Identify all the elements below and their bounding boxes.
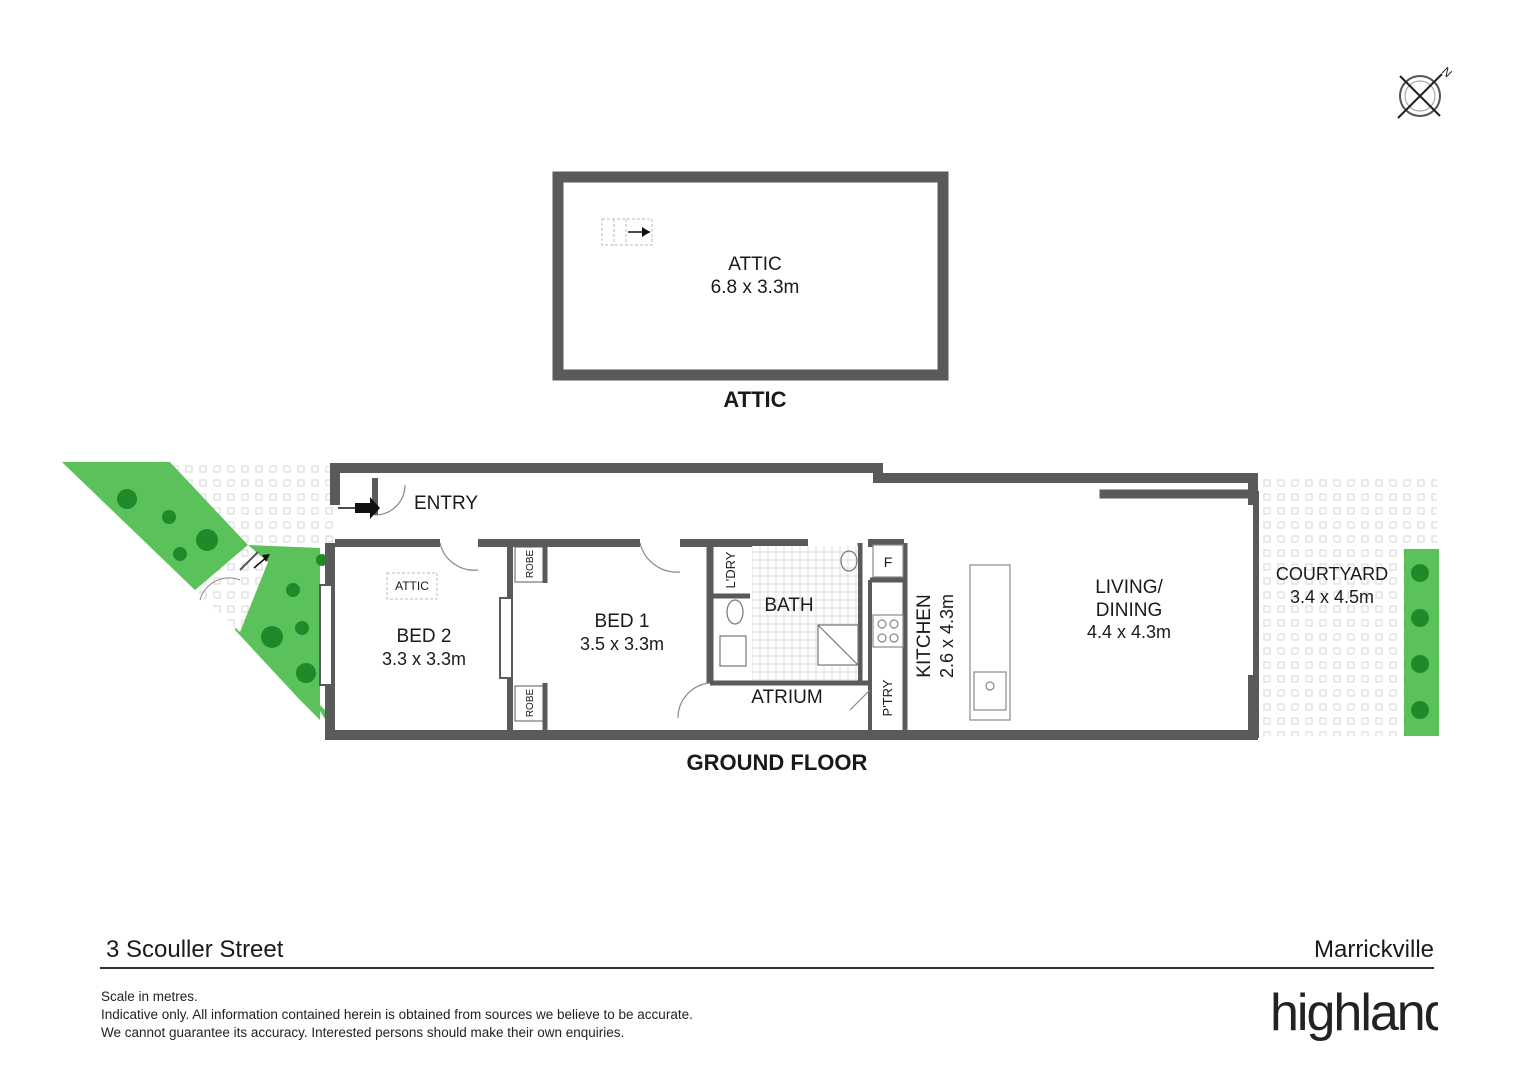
attic-room-label: ATTIC [728, 254, 781, 275]
front-paving [170, 462, 335, 548]
brand-wordmark: highland [1270, 984, 1438, 1042]
windows [319, 584, 513, 686]
atrium-label: ATRIUM [751, 687, 822, 708]
robe-top-box [514, 546, 544, 583]
living-size: 4.4 x 4.3m [1087, 622, 1171, 642]
property-suburb: Marrickville [1314, 936, 1434, 963]
courtyard-plants [1411, 564, 1429, 719]
compass-icon: N [1397, 64, 1455, 119]
internal-walls [335, 478, 908, 735]
disclaimer-line: Indicative only. All information contain… [101, 1007, 693, 1022]
bath-label: BATH [764, 595, 813, 616]
bed1-label: BED 1 [595, 611, 650, 632]
property-address: 3 Scouller Street [106, 936, 284, 963]
kitchen-fixtures [872, 544, 1011, 721]
fridge-label: F [884, 554, 893, 570]
laundry-label: L'DRY [723, 551, 738, 588]
robe-bottom-box [514, 685, 544, 722]
ground-floor-title: GROUND FLOOR [687, 750, 868, 775]
courtyard-size: 3.4 x 4.5m [1290, 587, 1374, 607]
entry-label: ENTRY [414, 493, 478, 514]
highland-logo: highland [1270, 984, 1438, 1042]
doors [374, 484, 871, 719]
bed2-label: BED 2 [397, 626, 452, 647]
disclaimer: Scale in metres. Indicative only. All in… [101, 988, 693, 1042]
garden-plants [117, 489, 328, 683]
bed2-size: 3.3 x 3.3m [382, 649, 466, 669]
footer-divider [100, 967, 1434, 969]
attic-walls [552, 171, 949, 381]
front-gate-icon [199, 551, 270, 601]
ground-floor: ENTRY ATTIC BED 2 3.3 x 3.3m ROBE ROBE B… [62, 462, 1439, 775]
bed1-size: 3.5 x 3.3m [580, 634, 664, 654]
kitchen-label: KITCHEN [914, 594, 935, 677]
robe-top-label: ROBE [525, 550, 536, 579]
kitchen-size: 2.6 x 4.3m [937, 594, 957, 678]
courtyard-label: COURTYARD [1276, 564, 1388, 584]
bath-fixtures [719, 550, 859, 667]
living-label: LIVING/ [1095, 577, 1163, 598]
disclaimer-line: Scale in metres. [101, 989, 198, 1004]
front-path [195, 545, 268, 632]
attic-title: ATTIC [723, 387, 786, 412]
attic-hatch-label: ATTIC [395, 579, 429, 593]
attic-hatch [386, 572, 438, 600]
pantry-label: P'TRY [880, 679, 895, 716]
stair-hatch-icon [601, 218, 653, 246]
dining-label: DINING [1096, 600, 1163, 621]
disclaimer-line: We cannot guarantee its accuracy. Intere… [101, 1025, 625, 1040]
robe-bottom-label: ROBE [525, 689, 536, 718]
compass-north-label: N [1439, 64, 1455, 80]
attic-level: ATTIC 6.8 x 3.3m ATTIC [552, 171, 949, 412]
entry-arrow-icon [338, 497, 380, 519]
attic-room-size: 6.8 x 3.3m [711, 277, 800, 298]
